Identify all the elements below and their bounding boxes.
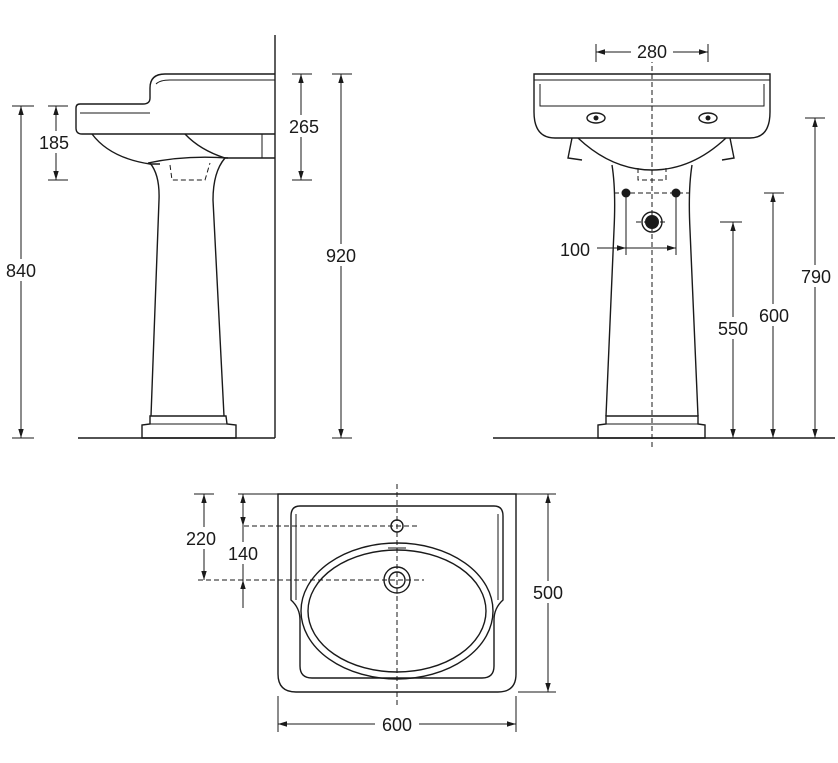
dim-500-mask — [528, 581, 570, 603]
dim-550-label: 550 — [718, 319, 748, 339]
front-basin-outline — [533, 73, 771, 139]
plan-waste-inner — [388, 571, 406, 589]
front-tap-hole-left — [586, 112, 606, 124]
dim-280-label: 280 — [637, 42, 667, 62]
dim-600h-label: 600 — [759, 306, 789, 326]
dim-140-label: 140 — [228, 544, 258, 564]
dim-790-label: 790 — [801, 267, 831, 287]
plan-bowl-outer — [300, 542, 494, 680]
dim-920-label: 920 — [326, 246, 356, 266]
plan-inner-rim — [290, 505, 504, 679]
dim-600w-label: 600 — [382, 715, 412, 735]
side-view: 185 840 265 920 — [2, 35, 363, 439]
side-plinth — [141, 415, 237, 439]
front-bracket-right — [721, 137, 735, 161]
dim-500-label: 500 — [533, 583, 563, 603]
dim-265-label: 265 — [289, 117, 319, 137]
plan-bowl-inner — [307, 549, 487, 673]
dim-100-label: 100 — [560, 240, 590, 260]
plan-inner-rim-2 — [295, 514, 499, 600]
dim-600w-mask — [375, 713, 419, 735]
side-bowl-underside — [91, 133, 275, 165]
side-trap-hidden — [169, 162, 211, 181]
dim-220-mask — [180, 527, 222, 549]
dim-140-mask — [222, 542, 264, 564]
front-bracket-left — [567, 137, 583, 161]
dim-840-label: 840 — [6, 261, 36, 281]
dim-600h-mask — [753, 304, 795, 326]
front-pedestal — [605, 164, 699, 417]
dim-790-mask — [795, 265, 837, 287]
side-basin-outline — [75, 73, 275, 135]
dim-920-mask — [319, 244, 363, 266]
dim-280-mask — [631, 40, 673, 62]
dim-100-mask — [554, 238, 594, 260]
dim-840-mask — [2, 259, 40, 281]
dim-185-label: 185 — [39, 133, 69, 153]
front-fixing-point-right — [671, 188, 681, 198]
front-tap-hole-right — [698, 112, 718, 124]
plan-view: 220 140 500 600 — [180, 484, 570, 735]
front-plinth — [597, 415, 706, 439]
side-backsplash-line — [155, 79, 275, 85]
plan-basin-outline — [277, 493, 517, 693]
side-pedestal-collar — [147, 156, 229, 164]
side-pedestal — [149, 157, 226, 417]
front-bowl-underside — [577, 137, 727, 171]
dim-550-mask — [712, 317, 754, 339]
dim-220-label: 220 — [186, 529, 216, 549]
front-backsplash-inner — [539, 84, 765, 107]
dim-185-mask — [34, 131, 74, 153]
dim-265-mask — [284, 115, 324, 137]
front-view: 280 100 550 600 790 — [493, 40, 837, 448]
front-trap-hidden — [637, 168, 667, 181]
